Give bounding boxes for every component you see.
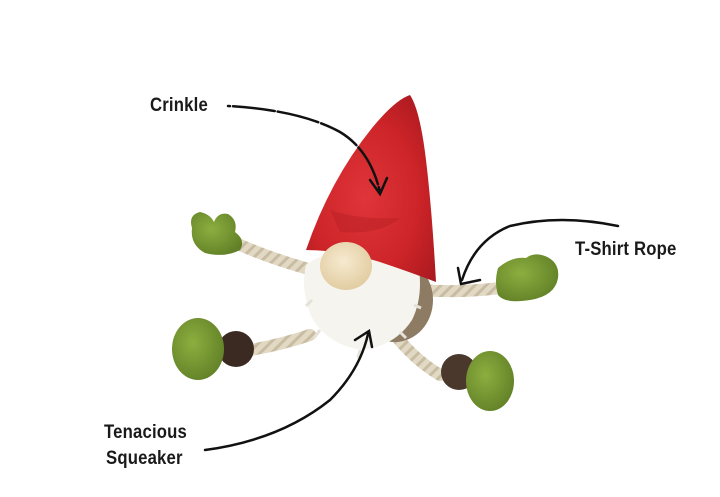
callout-t-shirt-rope: T-Shirt Rope xyxy=(575,239,677,260)
arrow-tenacious-squeaker xyxy=(203,328,374,452)
mitten-right xyxy=(496,254,559,302)
gnome-nose xyxy=(320,242,372,290)
foot-right xyxy=(466,351,514,411)
foot-left xyxy=(172,318,224,380)
gnome-hat xyxy=(306,95,436,282)
arrow-crinkle xyxy=(226,104,389,197)
callout-tenacious: Tenacious xyxy=(104,422,188,443)
rope-leg-left xyxy=(244,329,316,356)
mitten-left xyxy=(191,212,243,255)
pompom-left xyxy=(218,331,254,367)
rope-arm-left xyxy=(234,239,311,274)
callout-crinkle: Crinkle xyxy=(150,95,208,116)
callout-squeaker: Squeaker xyxy=(106,448,183,469)
arrow-t-shirt-rope xyxy=(456,218,620,286)
